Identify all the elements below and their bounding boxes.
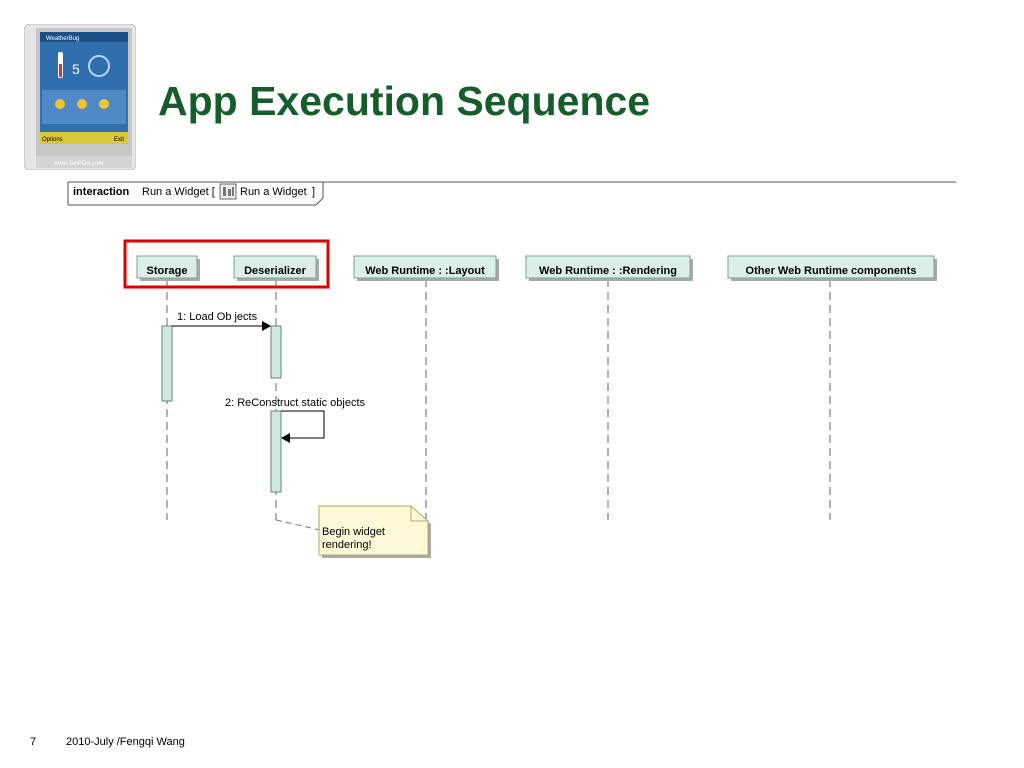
message-label-2: 2: ReConstruct static objects	[225, 397, 366, 409]
highlight-box	[123, 239, 330, 289]
note-line-2: rendering!	[322, 539, 372, 551]
diagram-ref-icon	[219, 183, 237, 200]
lifeline-other-web-runtime-components: Other Web Runtime components	[727, 255, 937, 281]
phone-watermark: www.TanPDA.com	[53, 161, 103, 167]
footer-text: 2010-July /Fengqi Wang	[66, 736, 185, 748]
interaction-name: Run a Widget [	[142, 186, 215, 198]
lifeline-deserializer: Deserializer	[233, 255, 319, 281]
phone-app-name: WeatherBug	[46, 36, 79, 42]
message-arrowhead-1	[262, 321, 271, 331]
interaction-keyword: interaction	[73, 186, 130, 198]
note-line-1: Begin widget	[322, 526, 385, 538]
phone-menu-left: Options	[42, 137, 63, 143]
note-begin-widget-rendering: Begin widget rendering!	[318, 505, 431, 558]
message-arrowhead-2	[281, 433, 290, 443]
activation-deserializer-2	[270, 410, 282, 493]
page-number: 7	[30, 736, 37, 748]
lifeline-label: Other Web Runtime components	[746, 265, 917, 277]
weatherbug-phone-image: WeatherBug 5 Options Exit www.TanPDA.com	[24, 24, 136, 170]
phone-temperature: 5	[72, 61, 80, 77]
activation-deserializer-1	[270, 325, 282, 379]
note-anchor-line	[275, 519, 321, 531]
lifeline-web-runtime-rendering: Web Runtime : :Rendering	[525, 255, 693, 281]
lifeline-web-runtime-layout: Web Runtime : :Layout	[353, 255, 499, 281]
message-label-1: 1: Load Ob jects	[177, 311, 258, 323]
frame-tab-border	[68, 182, 324, 206]
lifeline-storage: Storage	[136, 255, 200, 281]
activation-storage	[161, 325, 173, 402]
phone-menu-right: Exit	[114, 137, 124, 143]
message-arrow-2	[281, 410, 325, 439]
interaction-ref-name: Run a Widget	[240, 186, 307, 198]
lifeline-label: Web Runtime : :Layout	[365, 265, 485, 277]
lifeline-label: Deserializer	[244, 265, 306, 277]
interaction-close-bracket: ]	[312, 186, 315, 198]
lifeline-label: Storage	[147, 265, 188, 277]
slide-title: App Execution Sequence	[158, 78, 651, 124]
lifeline-label: Web Runtime : :Rendering	[539, 265, 677, 277]
